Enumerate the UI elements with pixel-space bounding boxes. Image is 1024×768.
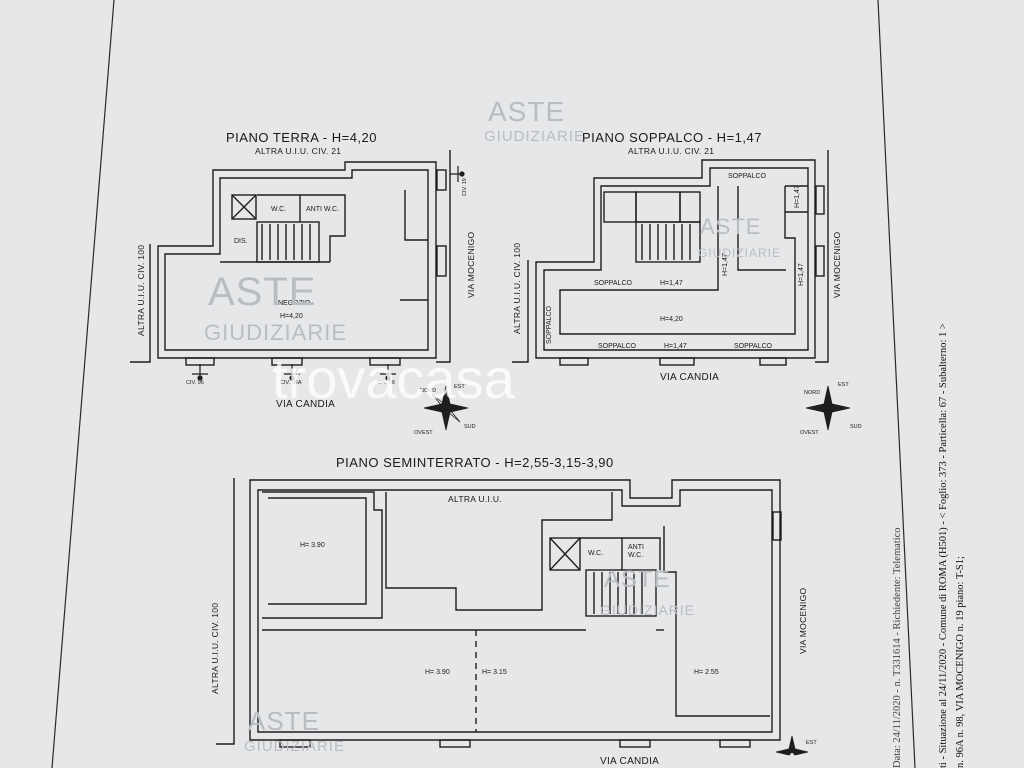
soppalco-left-label: SOPPALCO: [546, 306, 553, 344]
seminterrato-neighbor-left: ALTRA U.I.U. CIV. 100: [210, 602, 220, 694]
compass-soppalco-ovest: OVEST: [800, 430, 819, 436]
seminterrato-neighbor-top: ALTRA U.I.U.: [448, 494, 502, 504]
seminterrato-street-bottom: VIA CANDIA: [600, 756, 660, 767]
seminterrato-street-right: VIA MOCENIGO: [798, 587, 808, 654]
seminterrato-title: PIANO SEMINTERRATO - H=2,55-3,15-3,90: [336, 455, 614, 470]
seminterrato-anti-wc: ANTI W.C.: [628, 544, 644, 559]
soppalco-street-bottom: VIA CANDIA: [660, 372, 720, 383]
compass-terra-ovest: OVEST: [414, 430, 433, 436]
seminterrato-h315: H= 3.15: [482, 669, 507, 676]
compass-rose-soppalco: [805, 385, 851, 431]
watermark-trovacasa: trovacasa: [272, 347, 515, 410]
soppalco-h147-c: H=1,47: [798, 263, 805, 286]
terra-civ-19: CIV. 19: [462, 178, 468, 196]
watermark-giudiziarie-right: GIUDIZIARIE: [698, 246, 782, 260]
terra-negozio-height: H=4,20: [280, 313, 303, 320]
watermark-aste-mid: ASTE: [208, 270, 317, 314]
terra-civ-98: CIV. 98: [377, 380, 395, 386]
terra-dis-label: DIS.: [234, 238, 248, 245]
seminterrato-wc: W.C.: [588, 550, 604, 557]
watermark-giudiziarie-top: GIUDIZIARIE: [484, 128, 586, 145]
watermark-giudiziarie-mid: GIUDIZIARIE: [204, 320, 348, 345]
side-text-line1: Data: 24/11/2020 - n. T331614 - Richiede…: [892, 527, 903, 768]
watermark-aste-center: ASTE: [604, 566, 671, 593]
soppalco-neighbor-left: ALTRA U.I.U. CIV. 100: [512, 242, 522, 334]
compass-terra-sud: SUD: [464, 424, 476, 430]
soppalco-h420: H=4,20: [660, 316, 683, 323]
soppalco-street-right: VIA MOCENIGO: [832, 231, 842, 298]
terra-civ-96: CIV. 96: [186, 380, 204, 386]
terra-street-bottom: VIA CANDIA: [276, 399, 336, 410]
compass-terra-est: EST: [454, 384, 465, 390]
terra-anti-wc-label: ANTI W.C.: [306, 206, 340, 213]
soppalco-top-label: SOPPALCO: [728, 173, 766, 180]
terra-wc-label: W.C.: [271, 206, 287, 213]
compass-soppalco-nord: NORD: [804, 390, 821, 396]
soppalco-bottom-height: H=1,47: [664, 343, 687, 350]
soppalco-title: PIANO SOPPALCO - H=1,47: [582, 130, 762, 145]
watermark-aste-bottom: ASTE: [248, 706, 320, 736]
terra-title: PIANO TERRA - H=4,20: [226, 130, 378, 145]
soppalco-mid-height: H=1,47: [660, 280, 683, 287]
side-text-line3: n. 96A n. 98, VIA MOCENIGO n. 19 piano: …: [955, 556, 966, 768]
watermark-giudiziarie-bottom: GIUDIZIARIE: [244, 738, 346, 755]
compass-terra-nord: NORD: [420, 388, 437, 394]
terra-street-right: VIA MOCENIGO: [466, 231, 476, 298]
soppalco-bottom-a: SOPPALCO: [598, 343, 636, 350]
terra-negozio-label: NEGOZIO: [278, 300, 311, 307]
watermark-giudiziarie-center: GIUDIZIARIE: [600, 602, 696, 618]
piano-soppalco-plan: [512, 150, 829, 366]
seminterrato-h255: H= 2.55: [694, 669, 719, 676]
piano-terra-plan: [130, 150, 451, 366]
watermark-aste-top: ASTE: [488, 96, 566, 127]
soppalco-h147-a: H=1,47: [794, 185, 801, 208]
compass-soppalco-sud: SUD: [850, 424, 862, 430]
terra-neighbor-top: ALTRA U.I.U. CIV. 21: [255, 146, 342, 156]
piano-seminterrato-plan: [216, 478, 782, 748]
soppalco-neighbor-top: ALTRA U.I.U. CIV. 21: [628, 146, 715, 156]
compass-rose-seminterrato: [775, 735, 809, 756]
compass-soppalco-est: EST: [838, 382, 849, 388]
seminterrato-h390: H= 3.90: [425, 669, 450, 676]
compass-rose-terra: [423, 385, 469, 431]
soppalco-bottom-b: SOPPALCO: [734, 343, 772, 350]
seminterrato-room-h390: H= 3.90: [300, 542, 325, 549]
side-text-line2: ti - Situazione al 24/11/2020 - Comune d…: [938, 323, 949, 768]
terra-civ-96a: CIV. 96A: [280, 380, 302, 386]
soppalco-mid-label: SOPPALCO: [594, 280, 632, 287]
watermark-aste-right: ASTE: [700, 214, 762, 239]
terra-neighbor-left: ALTRA U.I.U. CIV. 100: [136, 244, 146, 336]
compass-seminterrato-est: EST: [806, 740, 817, 746]
